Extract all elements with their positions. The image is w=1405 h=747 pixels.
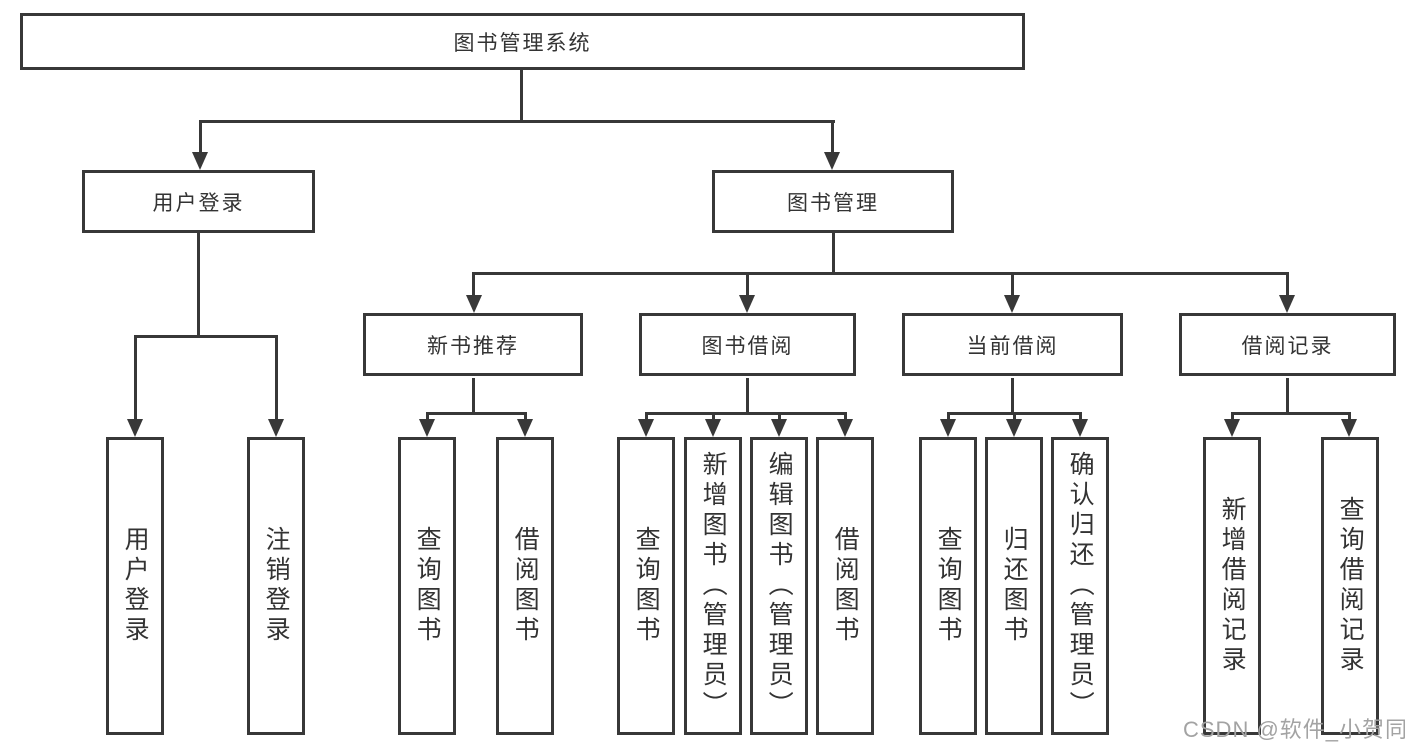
connector-line (134, 335, 137, 421)
node-label: 图书管理系统 (453, 31, 592, 55)
connector-line (645, 412, 846, 415)
node-label: 新增图书（管理员） (699, 451, 728, 721)
node-edit-books-admin: 编辑图书（管理员） (750, 437, 808, 735)
node-borrow-books-recommend: 借阅图书 (496, 437, 554, 735)
arrow-down-icon (466, 295, 482, 313)
node-label: 查询图书 (632, 526, 661, 646)
node-label: 图书借阅 (701, 334, 794, 358)
connector-line (746, 378, 749, 412)
node-borrowing-records: 借阅记录 (1179, 313, 1396, 376)
node-query-books-recommend: 查询图书 (398, 437, 456, 735)
connector-line (1286, 272, 1289, 297)
node-label: 用户登录 (121, 526, 150, 646)
connector-line (472, 378, 475, 412)
arrow-down-icon (127, 419, 143, 437)
arrow-down-icon (1341, 419, 1357, 437)
node-label: 当前借阅 (966, 334, 1059, 358)
connector-line (1013, 412, 1016, 421)
node-library-management-system: 图书管理系统 (20, 13, 1025, 70)
node-label: 查询图书 (413, 526, 442, 646)
node-current-borrowing: 当前借阅 (902, 313, 1123, 376)
node-book-management: 图书管理 (712, 170, 954, 233)
node-user-login-group: 用户登录 (82, 170, 315, 233)
node-label: 用户登录 (152, 191, 245, 215)
connector-line (472, 272, 475, 297)
node-label: 注销登录 (262, 526, 291, 646)
arrow-down-icon (705, 419, 721, 437)
connector-line (1286, 378, 1289, 412)
node-return-books: 归还图书 (985, 437, 1043, 735)
connector-line (844, 412, 847, 421)
node-query-books-borrowing: 查询图书 (617, 437, 675, 735)
node-confirm-return-admin: 确认归还（管理员） (1051, 437, 1109, 735)
connector-line (1231, 412, 1351, 415)
node-add-borrow-record: 新增借阅记录 (1203, 437, 1261, 735)
node-logout-login: 注销登录 (247, 437, 305, 735)
arrow-down-icon (517, 419, 533, 437)
connector-line (831, 120, 834, 156)
node-label: 确认归还（管理员） (1066, 451, 1095, 721)
connector-line (197, 233, 200, 335)
connector-line (1348, 412, 1351, 421)
node-label: 借阅记录 (1241, 334, 1334, 358)
connector-line (778, 412, 781, 421)
connector-line (199, 120, 202, 156)
connector-line (712, 412, 715, 421)
connector-line (1011, 272, 1014, 297)
connector-line (1011, 378, 1014, 412)
node-user-login: 用户登录 (106, 437, 164, 735)
connector-line (1079, 412, 1082, 421)
arrow-down-icon (419, 419, 435, 437)
arrow-down-icon (268, 419, 284, 437)
node-query-borrow-record: 查询借阅记录 (1321, 437, 1379, 735)
arrow-down-icon (739, 295, 755, 313)
connector-line (199, 120, 835, 123)
arrow-down-icon (940, 419, 956, 437)
arrow-down-icon (1224, 419, 1240, 437)
arrow-down-icon (771, 419, 787, 437)
connector-line (746, 272, 749, 297)
arrow-down-icon (1279, 295, 1295, 313)
node-label: 新书推荐 (427, 334, 519, 358)
arrow-down-icon (824, 152, 840, 170)
connector-line (947, 412, 950, 421)
node-new-book-recommendation: 新书推荐 (363, 313, 583, 376)
node-book-borrowing: 图书借阅 (639, 313, 856, 376)
connector-line (524, 412, 527, 421)
node-label: 编辑图书（管理员） (765, 451, 794, 721)
arrow-down-icon (638, 419, 654, 437)
node-label: 图书管理 (787, 191, 879, 215)
arrow-down-icon (192, 152, 208, 170)
connector-line (426, 412, 527, 415)
node-label: 借阅图书 (831, 526, 860, 646)
arrow-down-icon (1072, 419, 1088, 437)
node-query-books-current: 查询图书 (919, 437, 977, 735)
connector-line (426, 412, 429, 421)
node-label: 查询图书 (934, 526, 963, 646)
arrow-down-icon (837, 419, 853, 437)
node-label: 借阅图书 (511, 526, 540, 646)
connector-line (832, 233, 835, 272)
node-label: 归还图书 (1000, 526, 1029, 646)
connector-line (472, 272, 1289, 275)
connector-line (134, 335, 278, 338)
node-label: 新增借阅记录 (1218, 496, 1247, 676)
arrow-down-icon (1004, 295, 1020, 313)
connector-line (645, 412, 648, 421)
node-add-books-admin: 新增图书（管理员） (684, 437, 742, 735)
connector-line (275, 335, 278, 421)
connector-line (520, 70, 523, 120)
arrow-down-icon (1006, 419, 1022, 437)
node-label: 查询借阅记录 (1336, 496, 1365, 676)
connector-line (1231, 412, 1234, 421)
watermark: CSDN @软件_小贺同学 (1183, 717, 1405, 742)
node-borrow-books-borrowing: 借阅图书 (816, 437, 874, 735)
